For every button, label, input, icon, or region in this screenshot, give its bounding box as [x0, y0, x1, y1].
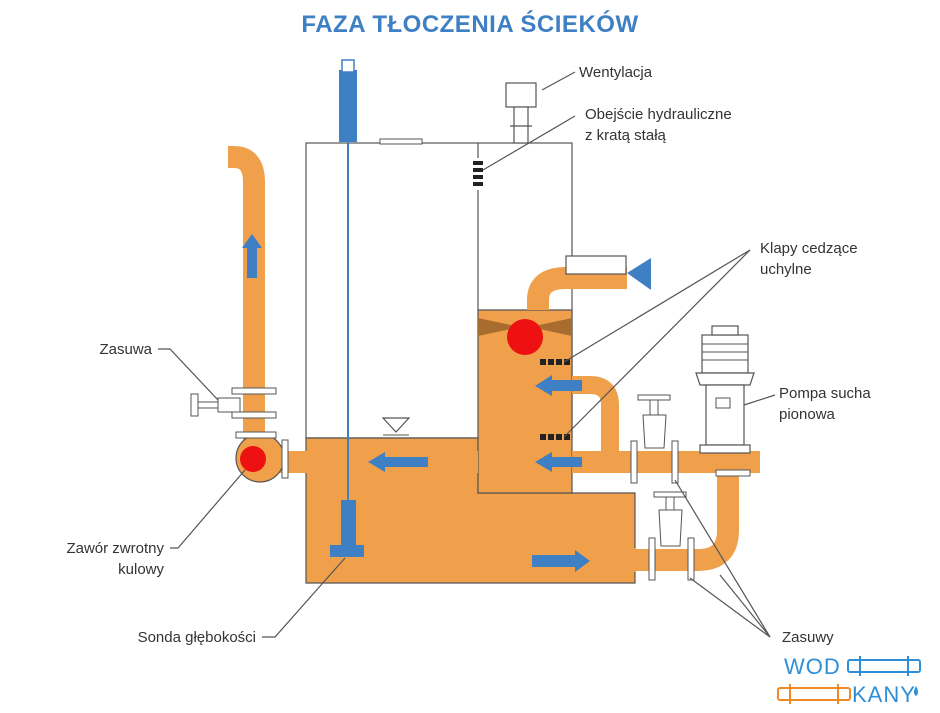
discharge-valve-stem — [665, 496, 675, 511]
leader-klapy-2 — [563, 249, 751, 438]
check-valve-ball — [240, 446, 266, 472]
screen-grate-hatch — [478, 318, 572, 336]
gate-valve-flange-b — [231, 411, 277, 419]
liquid-level-marker — [381, 417, 411, 433]
label-zasuwy: Zasuwy — [782, 629, 834, 646]
inlet-arrow — [627, 258, 651, 290]
logo-drop-icon — [914, 686, 918, 696]
overflow-loop-pipe — [572, 376, 619, 462]
label-zasuwa: Zasuwa — [99, 341, 152, 358]
vertical-dry-pump — [695, 325, 755, 454]
gate-valve-body — [217, 397, 241, 413]
discharge-valve-flange-a — [648, 537, 656, 581]
suction-valve-flange-a — [630, 440, 638, 484]
discharge-valve-flange-b — [687, 537, 695, 581]
depth-probe-base — [330, 545, 364, 557]
label-klapy-1: Klapy cedzące — [760, 240, 858, 257]
logo-text-kany: KANY — [852, 682, 916, 707]
suction-valve-body — [642, 414, 667, 449]
label-zawor-1: Zawór zwrotny — [66, 540, 164, 557]
depth-probe-sensor — [341, 500, 356, 546]
pump-inlet-nozzle — [605, 548, 636, 572]
logo-pipe-icon-blue — [847, 656, 921, 676]
inlet-pipe-stub — [565, 255, 627, 275]
chamber-ball — [507, 319, 543, 355]
flap-valve-lower — [540, 434, 570, 440]
gate-valve-handwheel — [190, 393, 199, 417]
flap-valve-upper — [540, 359, 570, 365]
suction-valve-flange-b — [671, 440, 679, 484]
discharge-valve-body — [658, 509, 683, 547]
label-pompa-1: Pompa sucha — [779, 385, 871, 402]
ventilation-pipe — [513, 106, 529, 144]
flange-check-1 — [281, 439, 289, 479]
bypass-grate — [473, 158, 483, 190]
label-sonda: Sonda głębokości — [138, 629, 256, 646]
depth-probe-head — [339, 70, 357, 142]
label-wentylacja: Wentylacja — [579, 64, 653, 81]
flow-arrow-4 — [532, 550, 590, 572]
leader-wentylacja — [541, 71, 576, 91]
depth-probe-head-top — [341, 59, 355, 73]
flange-check-2 — [235, 431, 277, 439]
leader-zasuwy-1 — [674, 479, 771, 638]
label-zawor-2: kulowy — [118, 561, 164, 578]
logo-text-wod: WOD — [784, 654, 841, 679]
logo-pipe-icon-orange — [777, 684, 851, 704]
flow-arrow-1 — [368, 452, 428, 472]
suction-valve-stem — [649, 399, 659, 416]
discharge-valve-handwheel — [653, 491, 687, 498]
leader-sonda — [262, 557, 346, 638]
bypass-grate-bars — [473, 161, 483, 186]
leader-zasuwy-3 — [719, 574, 771, 638]
leader-obejscie — [482, 115, 576, 171]
gate-valve-flange-a — [231, 387, 277, 395]
label-obejscie-2: z kratą stałą — [585, 127, 667, 144]
label-klapy-2: uchylne — [760, 261, 812, 278]
suction-valve-handwheel — [637, 394, 671, 401]
ventilation-cap — [505, 82, 537, 108]
gate-valve-stem — [197, 401, 219, 409]
diagram-title: FAZA TŁOCZENIA ŚCIEKÓW — [301, 10, 638, 38]
leader-pompa — [743, 394, 776, 406]
leader-zasuwy-2 — [689, 577, 771, 638]
inlet-pipe — [527, 267, 627, 311]
label-pompa-2: pionowa — [779, 406, 836, 423]
pump-flange-bottom — [715, 469, 751, 477]
leader-zasuwa — [158, 348, 219, 401]
leader-klapy-1 — [563, 249, 751, 363]
wodkany-logo: WOD KANY — [777, 654, 921, 707]
pump-discharge-pipe — [610, 470, 739, 571]
tank-lid-hatch — [379, 138, 423, 145]
label-obejscie-1: Obejście hydrauliczne — [585, 106, 732, 123]
leader-zawor — [170, 469, 246, 549]
flow-arrow-2 — [535, 452, 582, 472]
flow-arrow-3 — [535, 375, 582, 396]
discharge-arrow-up — [242, 234, 262, 278]
